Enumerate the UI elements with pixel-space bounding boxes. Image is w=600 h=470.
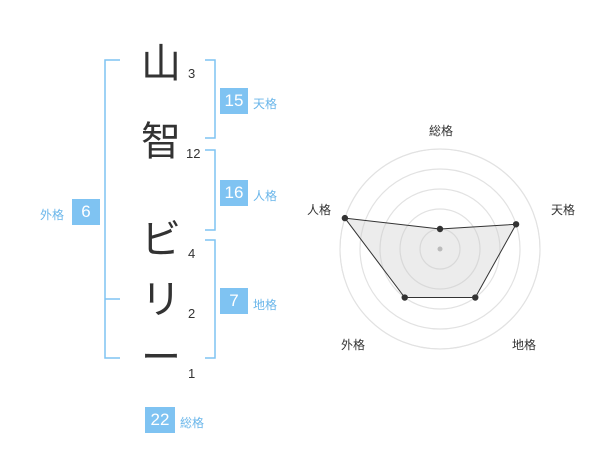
radar-series-polygon xyxy=(343,217,517,299)
radar-point-1 xyxy=(512,221,520,228)
chikaku-bracket xyxy=(205,239,216,359)
jinkaku-score: 16 xyxy=(220,180,248,206)
stroke-count-3: 4 xyxy=(188,246,196,261)
radar-ring-4 xyxy=(359,168,521,330)
stroke-count-2: 12 xyxy=(186,146,201,161)
tenkaku-label: 天格 xyxy=(253,97,278,111)
radar-axis-label-4: 人格 xyxy=(306,203,331,217)
tenkaku-bracket xyxy=(205,59,216,139)
soukaku-label: 総格 xyxy=(180,416,205,430)
radar-point-0 xyxy=(436,225,444,233)
stroke-count-5: 1 xyxy=(188,366,196,381)
name-char-2: 智 xyxy=(141,119,181,165)
radar-axis-label-1: 天格 xyxy=(550,203,575,217)
radar-ring-5 xyxy=(339,148,541,350)
radar-axis-label-0: 総格 xyxy=(428,124,453,138)
radar-center-dot xyxy=(437,246,443,252)
radar-point-3 xyxy=(401,294,408,301)
soukaku-score: 22 xyxy=(145,407,175,433)
tenkaku-score: 15 xyxy=(220,88,248,114)
gaikaku-label: 外格 xyxy=(40,208,65,222)
radar-axis-label-2: 地格 xyxy=(511,338,536,352)
radar-point-4 xyxy=(341,214,349,222)
radar-ring-2 xyxy=(399,208,481,290)
jinkaku-label: 人格 xyxy=(253,189,278,203)
name-char-5: ー xyxy=(141,335,181,381)
gaikaku-bracket xyxy=(104,59,120,359)
stroke-count-1: 3 xyxy=(188,66,196,81)
radar-ring-3 xyxy=(379,188,501,310)
jinkaku-bracket xyxy=(205,149,216,231)
stroke-count-4: 2 xyxy=(188,306,196,321)
name-char-4: リ xyxy=(141,277,181,323)
radar-point-2 xyxy=(472,294,479,301)
name-char-1: 山 xyxy=(141,41,181,87)
gaikaku-score: 6 xyxy=(72,199,100,225)
radar-axis-label-3: 外格 xyxy=(340,338,365,352)
name-char-3: ビ xyxy=(141,217,181,263)
chikaku-score: 7 xyxy=(220,288,248,314)
chikaku-label: 地格 xyxy=(253,298,278,312)
